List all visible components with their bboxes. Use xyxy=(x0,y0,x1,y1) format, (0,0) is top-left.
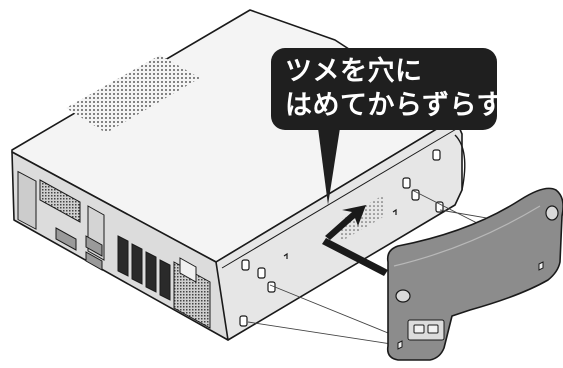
hook-holes xyxy=(239,149,444,327)
stand-hole-right xyxy=(545,205,559,221)
callout-bubble xyxy=(271,48,497,205)
pc-case-side-lip xyxy=(221,127,459,269)
right-arrow-icon xyxy=(322,205,388,276)
side-vent-icon xyxy=(340,194,385,242)
expansion-slots xyxy=(117,235,171,301)
back-panel-ports xyxy=(17,170,105,271)
callout-line-2: はめてからずらす xyxy=(285,90,504,121)
stand-hole-left xyxy=(395,289,411,303)
vent-grille-icon xyxy=(66,55,200,133)
callout-text: ツメを穴に はめてからずらす xyxy=(285,55,504,123)
pc-stand xyxy=(386,187,563,361)
stand-tabs xyxy=(397,261,544,350)
power-supply xyxy=(173,257,211,329)
callout-line-1: ツメを穴に xyxy=(285,56,423,87)
pc-stand-inner-edge xyxy=(393,205,541,267)
pc-case-side-bump xyxy=(454,134,466,191)
